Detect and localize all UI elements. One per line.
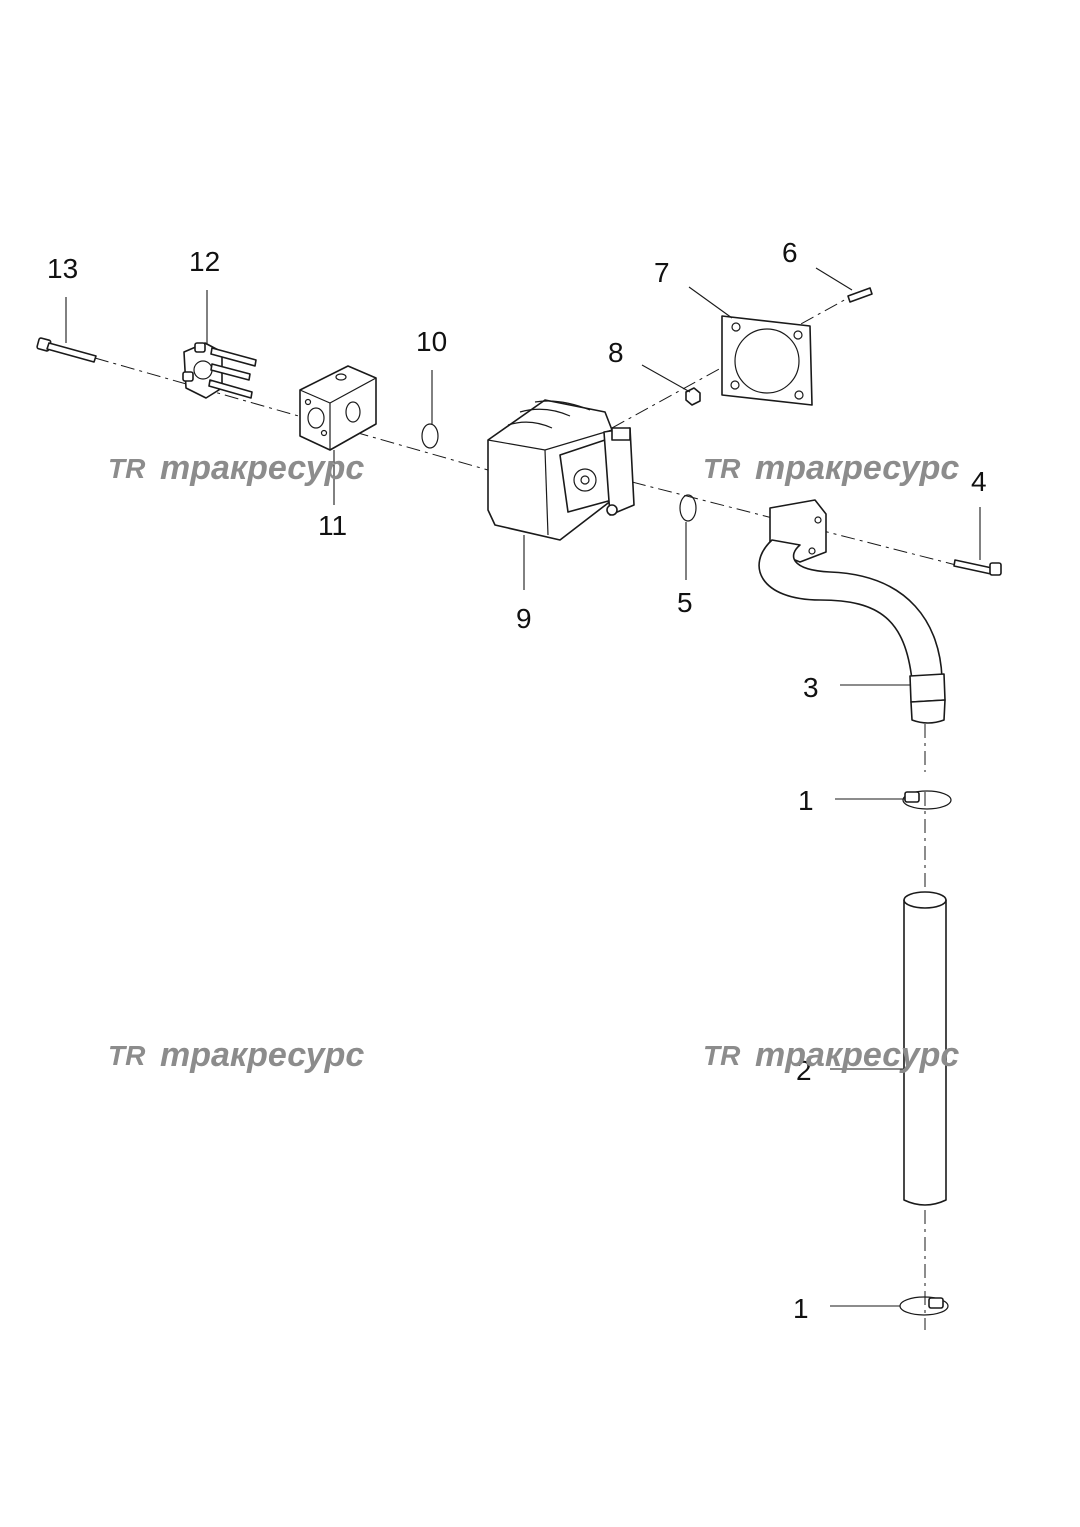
leader-lines [65, 267, 981, 1307]
callout-1-lower: 1 [793, 1293, 809, 1324]
callout-11: 11 [318, 510, 347, 541]
watermarks: TR тракресурс TR тракресурс TR тракресур… [108, 449, 959, 1074]
part-11-block [299, 365, 377, 451]
part-7-gasket [721, 315, 813, 406]
callout-2: 2 [796, 1055, 812, 1086]
part-5-o-ring [679, 494, 697, 522]
part-9-pump [487, 399, 635, 541]
callout-10: 10 [416, 326, 447, 357]
callout-5: 5 [677, 587, 693, 618]
part-10-o-ring [421, 423, 439, 449]
part-1-clamp-upper [902, 790, 952, 810]
watermark-text: тракресурс [160, 1036, 364, 1074]
watermark-1: TR тракресурс [108, 449, 364, 487]
watermark-logo: TR [108, 453, 146, 484]
watermark-logo: TR [703, 453, 741, 484]
watermark-text: тракресурс [755, 449, 959, 487]
callout-9: 9 [516, 603, 532, 634]
callouts: 13 12 11 10 9 8 7 6 5 4 3 1 2 1 [47, 237, 987, 1324]
part-2-hose [903, 891, 947, 1206]
callout-4: 4 [971, 466, 987, 497]
part-12-flange [182, 342, 257, 399]
watermark-3: TR тракресурс [108, 1036, 364, 1074]
part-4-bolt [953, 559, 1002, 576]
part-1-clamp-lower [899, 1296, 949, 1316]
callout-7: 7 [654, 257, 670, 288]
watermark-text: тракресурс [755, 1036, 959, 1074]
part-3-bent-pipe [758, 499, 946, 724]
watermark-logo: TR [108, 1040, 146, 1071]
part-13-bolt [36, 337, 97, 363]
callout-12: 12 [189, 246, 220, 277]
watermark-logo: TR [703, 1040, 741, 1071]
part-6-stud [847, 287, 873, 303]
callout-1-upper: 1 [798, 785, 814, 816]
callout-8: 8 [608, 337, 624, 368]
callout-13: 13 [47, 253, 78, 284]
callout-6: 6 [782, 237, 798, 268]
watermark-text: тракресурс [160, 449, 364, 487]
watermark-2: TR тракресурс [703, 449, 959, 487]
callout-3: 3 [803, 672, 819, 703]
watermark-4: TR тракресурс [703, 1036, 959, 1074]
